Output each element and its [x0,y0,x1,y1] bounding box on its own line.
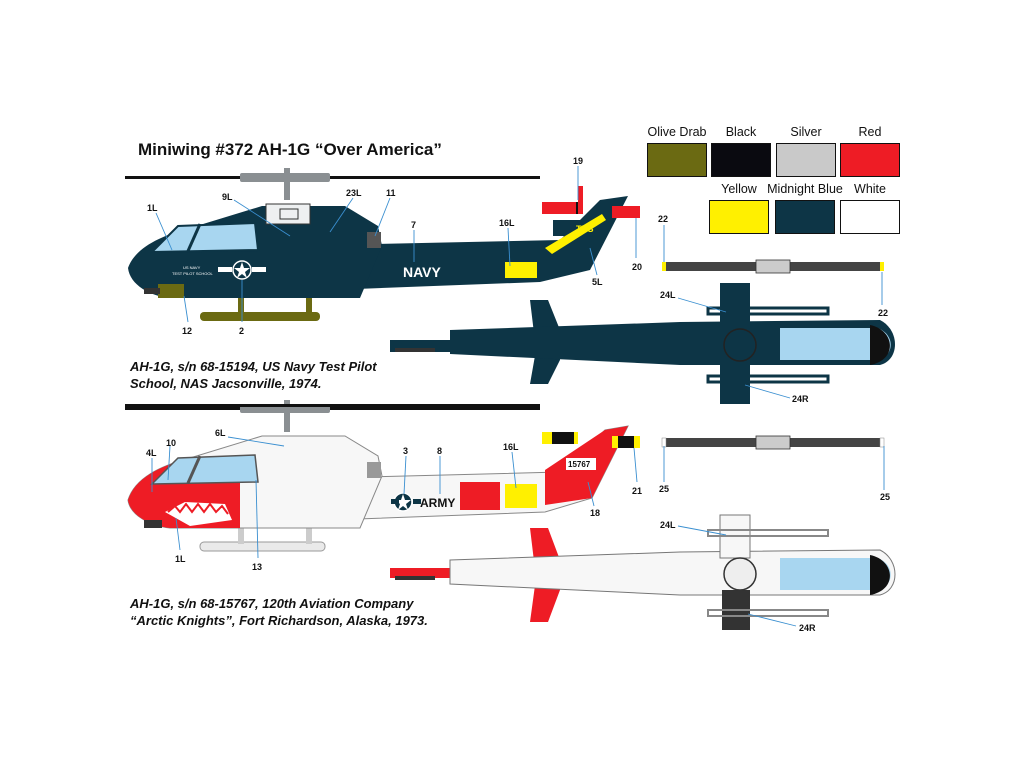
navy-fuselage-text: NAVY [403,264,442,280]
callout-1L: 1L [147,203,158,213]
callout-3: 3 [403,446,408,456]
canopy [149,221,260,254]
callout-20: 20 [632,262,642,272]
engine-cowling [265,203,311,225]
callout-16L-army: 16L [503,442,519,452]
callout-9L: 9L [222,192,233,202]
main-rotor-blade [125,176,540,179]
navy-side-view: NAVY TPS US NAVY TEST PILOT SCHOOL [125,168,640,321]
profile-1-callouts: 1L 9L 23L 11 7 16L 19 5L 20 12 2 22 22 2… [147,156,888,404]
army-fuselage-text: ARMY [420,496,455,510]
tps-tail-text: TPS [576,224,594,234]
canopy-2 [150,454,259,485]
tail-rotor-tip [542,202,576,214]
callout-11: 11 [386,188,396,198]
callout-6L: 6L [215,428,226,438]
swatch-midnight-blue [775,200,835,234]
callout-24R-navy: 24R [792,394,809,404]
callout-24R-army: 24R [799,623,816,633]
callout-22-left: 22 [658,214,668,224]
callout-5L: 5L [592,277,603,287]
landing-skid [200,312,320,321]
tail-serial-text: 15767 [568,460,591,469]
callout-23L: 23L [346,188,362,198]
swatch-label-olive-drab: Olive Drab [647,125,707,139]
swatch-white [840,200,900,234]
profile-2-callouts: 4L 10 6L 3 8 16L 21 18 1L 13 25 25 24L 2… [146,428,890,633]
navy-rotor-blade-detail [662,259,884,274]
swatch-red [840,143,900,177]
swatch-label-silver: Silver [790,125,822,139]
swatch-black [711,143,771,177]
chin-turret [158,284,184,298]
swatch-label-black: Black [725,125,757,139]
tail-boom [330,196,628,290]
swatch-label-red: Red [858,125,882,139]
callout-4L: 4L [146,448,157,458]
callout-19: 19 [573,156,583,166]
army-side-view: ARMY 15767 [125,400,640,552]
nose-text-1: US NAVY [183,265,201,270]
navy-top-view [390,283,895,404]
landing-skid-2 [199,541,326,552]
callout-16L: 16L [499,218,515,228]
nose-text-2: TEST PILOT SCHOOL [172,271,214,276]
callout-8: 8 [437,446,442,456]
callout-1L-army: 1L [175,554,186,564]
swatch-label-yellow: Yellow [721,182,757,196]
callout-25-right: 25 [880,492,890,502]
page-title: Miniwing #372 AH-1G “Over America” [138,140,442,159]
callout-13: 13 [252,562,262,572]
callout-2: 2 [239,326,244,336]
rotor-mast [284,168,290,200]
profile-2-caption: AH-1G, s/n 68-15767, 120th Aviation Comp… [130,596,428,628]
callout-21: 21 [632,486,642,496]
main-rotor-blade-2 [125,407,540,410]
swatch-olive-drab [647,143,707,177]
swatch-label-midnight-blue: Midnight Blue [767,182,843,196]
army-rotor-blade-detail [661,435,885,450]
swatch-label-white: White [854,182,886,196]
profile-1-caption: AH-1G, s/n 68-15194, US Navy Test Pilot … [130,359,377,391]
callout-10: 10 [166,438,176,448]
callout-25-left: 25 [659,484,669,494]
callout-12: 12 [182,326,192,336]
callout-22-right: 22 [878,308,888,318]
swatch-yellow [709,200,769,234]
callout-24L-navy: 24L [660,290,676,300]
callout-7: 7 [411,220,416,230]
swatch-silver [776,143,836,177]
callout-24L-army: 24L [660,520,676,530]
callout-18: 18 [590,508,600,518]
army-top-view [390,514,896,630]
